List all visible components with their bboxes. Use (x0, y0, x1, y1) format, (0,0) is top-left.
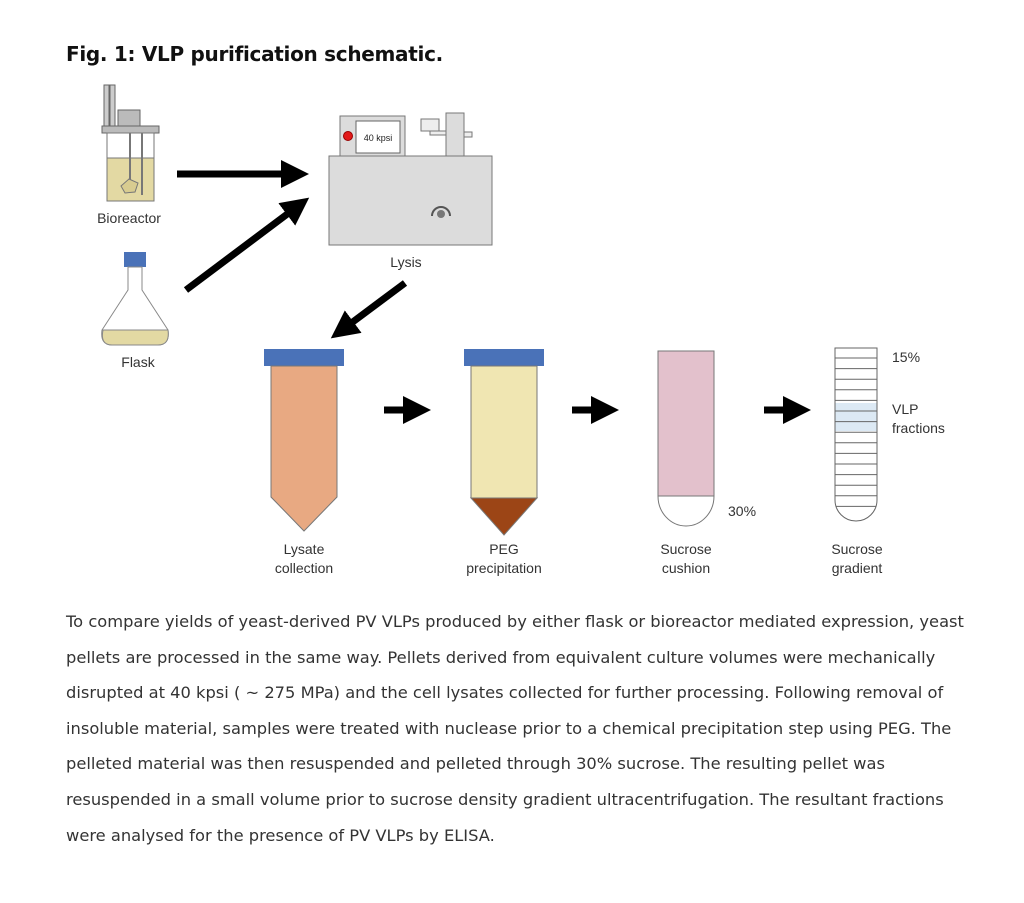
homogenizer-icon (328, 112, 493, 246)
lysis-label: Lysis (390, 254, 421, 270)
arrow-lysis-to-lysate (330, 280, 408, 339)
flask-label: Flask (121, 354, 155, 370)
bioreactor-icon (101, 84, 160, 202)
lysate-label-2: collection (275, 560, 333, 576)
figure-title: Fig. 1: VLP purification schematic. (66, 42, 443, 66)
figure-caption: To compare yields of yeast-derived PV VL… (66, 612, 964, 845)
purification-schematic: Bioreactor Flask 40 kpsi Lysis Lysate co… (97, 84, 945, 576)
peg-label: PEG (489, 541, 519, 557)
gradient-label: Sucrose (831, 541, 883, 557)
lysate-label: Lysate (284, 541, 325, 557)
pressure-display: 40 kpsi (364, 133, 393, 143)
cushion-tube-icon (657, 350, 715, 527)
gradient-top-percent: 15% (892, 349, 920, 365)
gradient-tube-icon (834, 347, 878, 522)
vlp-fractions-label-2: fractions (892, 420, 945, 436)
cushion-percent: 30% (728, 503, 756, 519)
gradient-label-2: gradient (832, 560, 883, 576)
peg-label-2: precipitation (466, 560, 542, 576)
arrow-flask-to-lysis (183, 197, 310, 293)
flask-icon (101, 252, 169, 346)
peg-tube-icon (464, 349, 544, 536)
bioreactor-label: Bioreactor (97, 210, 161, 226)
cushion-label: Sucrose (660, 541, 712, 557)
vlp-fractions-label: VLP (892, 401, 918, 417)
cushion-label-2: cushion (662, 560, 710, 576)
lysate-tube-icon (264, 349, 344, 532)
